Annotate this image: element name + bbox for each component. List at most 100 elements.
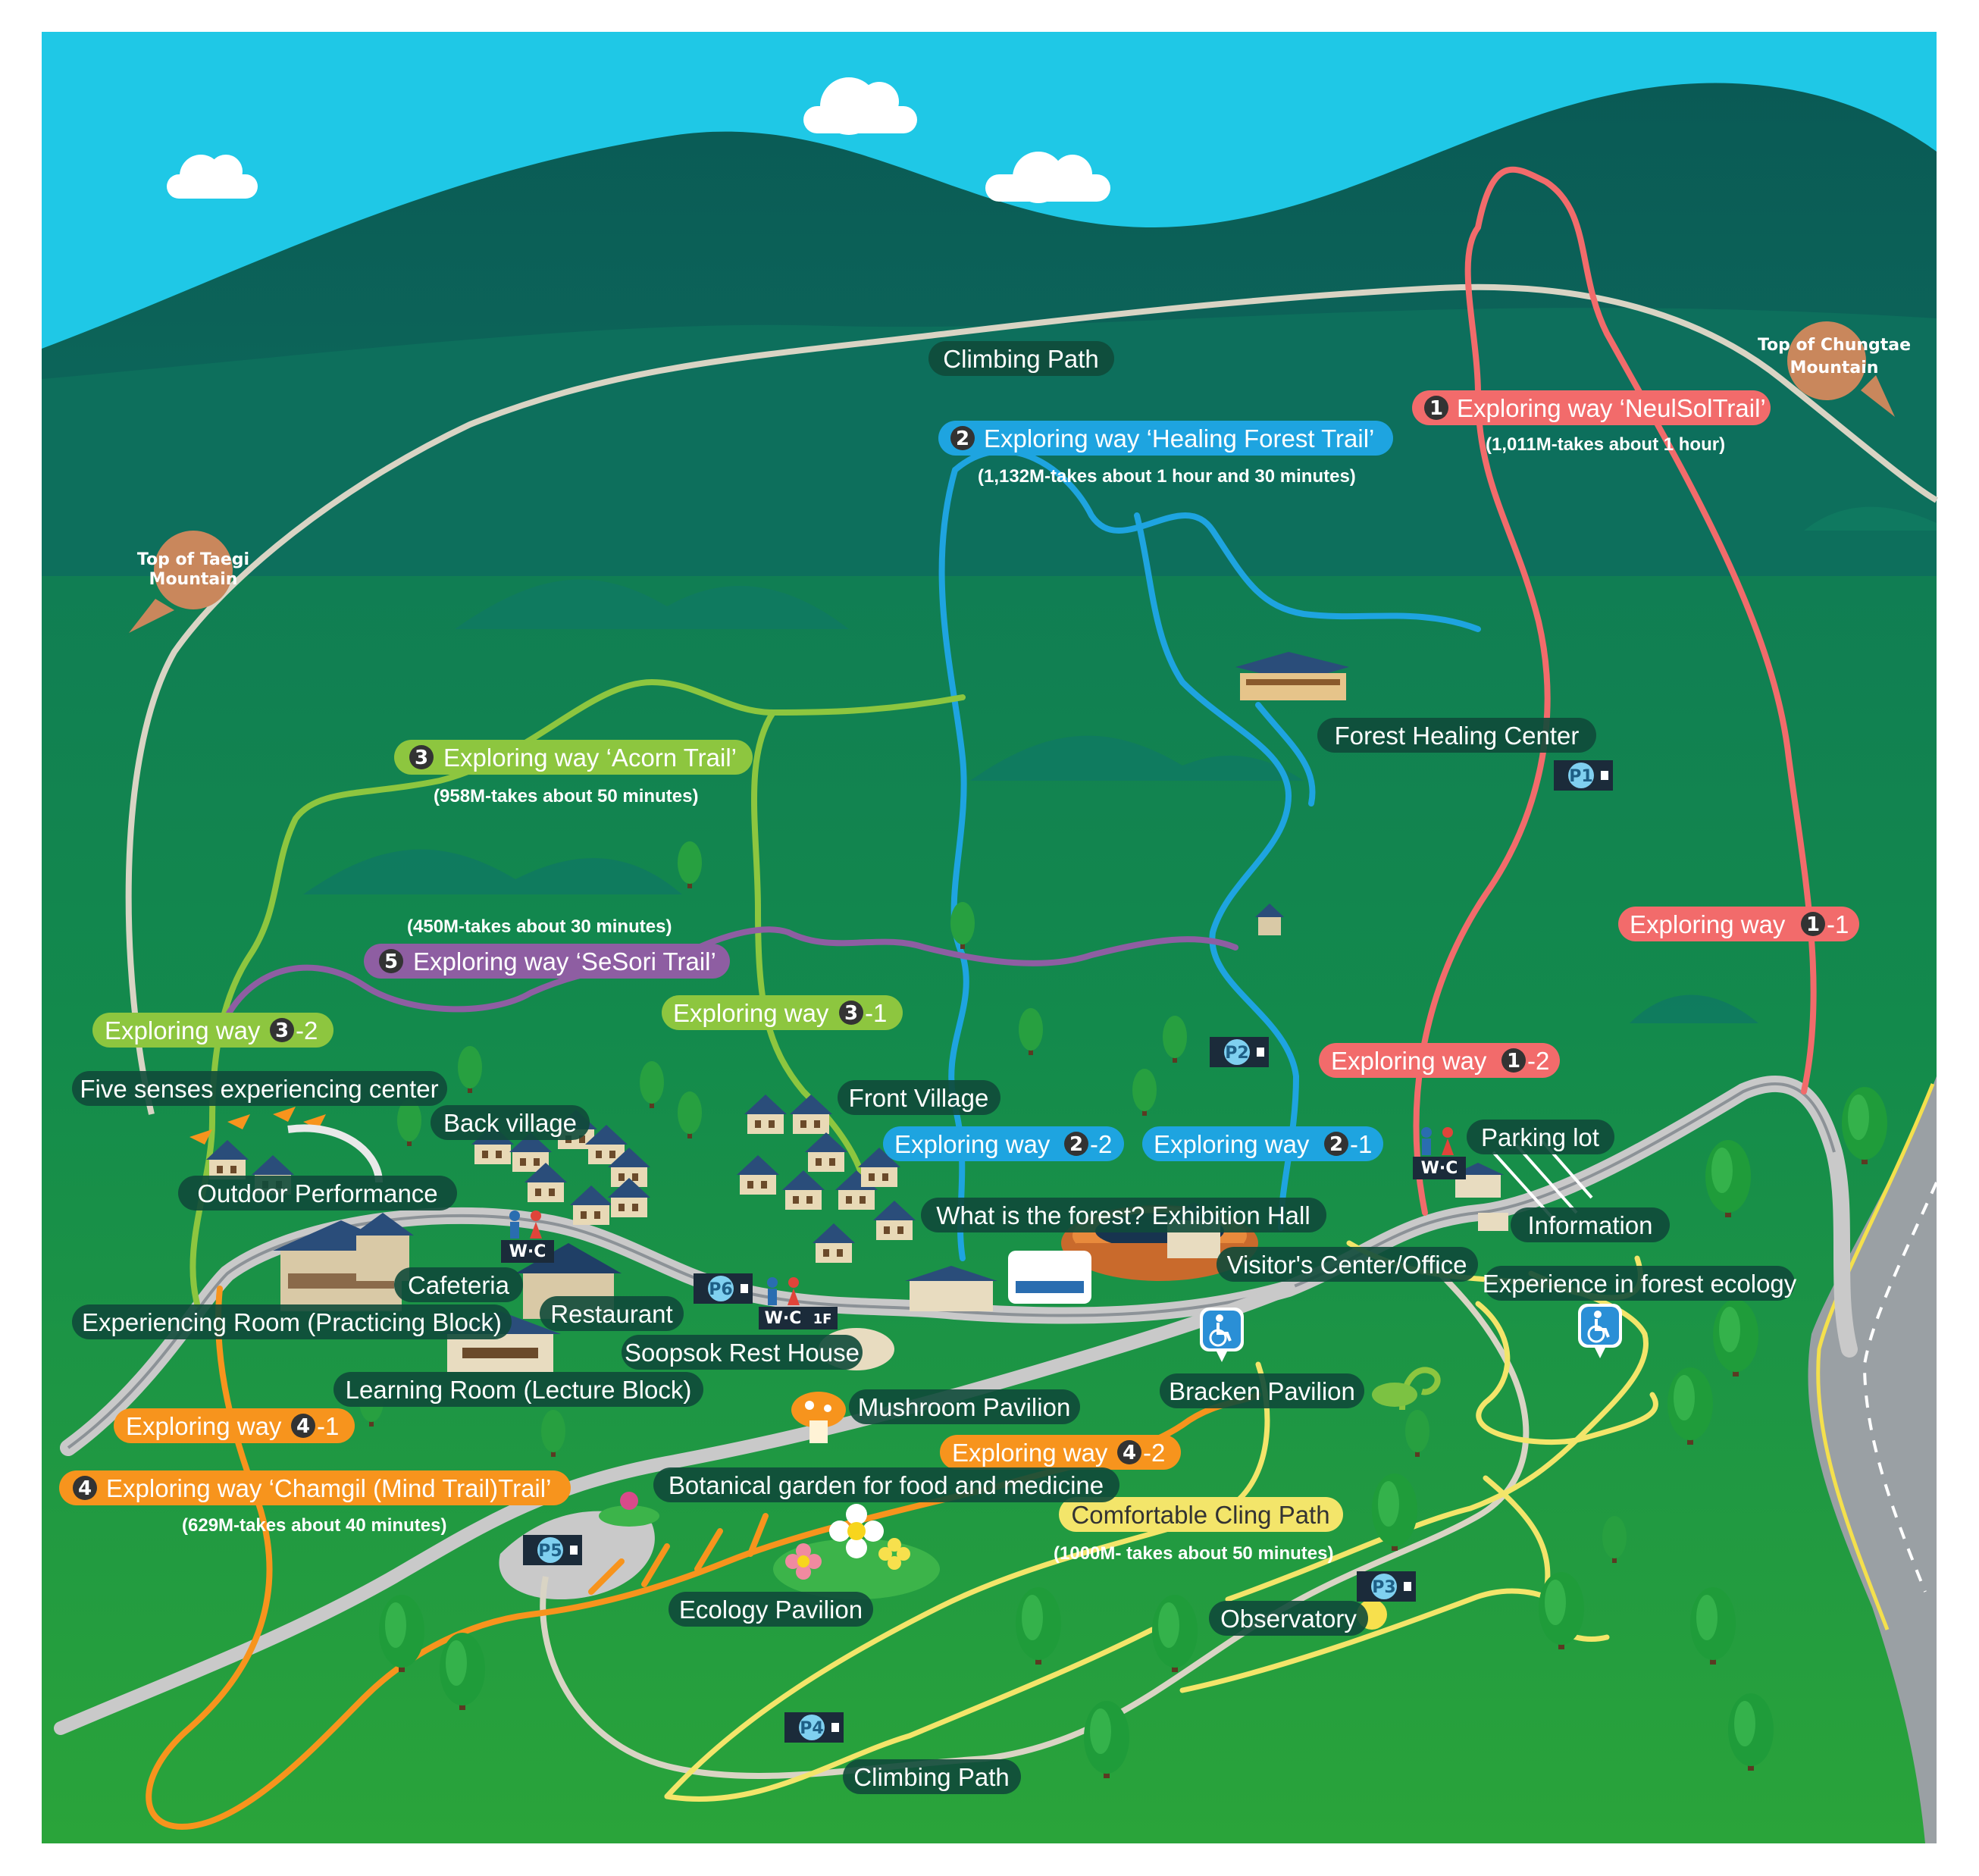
parking-p2-text: P2 (1225, 1044, 1248, 1063)
trail-label-comfortable[interactable]: Comfortable Cling Path (1000M- takes abo… (1054, 1497, 1343, 1564)
subtrail-1-1-number: 1 (1806, 913, 1820, 936)
restroom-parking-text: W·C (1421, 1159, 1458, 1178)
trail-comfortable-title: Comfortable Cling Path (1071, 1501, 1329, 1529)
trail-healing-number: 2 (956, 428, 969, 450)
subtrail-label-4-1[interactable]: Exploring way 4 -1 (114, 1408, 355, 1443)
front-village-text: Front Village (849, 1084, 989, 1112)
place-label-front-village[interactable]: Front Village (838, 1080, 1000, 1115)
restroom-icon-rest-house[interactable]: W·C 1F (759, 1277, 838, 1329)
parking-p4-text: P4 (800, 1719, 823, 1738)
subtrail-2-2-number: 2 (1069, 1133, 1083, 1156)
subtrail-1-1-prefix: Exploring way (1630, 910, 1786, 938)
peak-marker-chungtae[interactable]: Top of Chungtae Mountain (1758, 321, 1911, 417)
subtrail-2-2-suffix: -2 (1090, 1130, 1112, 1158)
place-label-information[interactable]: Information (1511, 1207, 1670, 1242)
place-label-exhibition-hall[interactable]: What is the forest? Exhibition Hall (921, 1198, 1326, 1232)
trail-label-mind[interactable]: 4 Exploring way ‘Chamgil (Mind Trail)Tra… (59, 1470, 571, 1536)
restaurant-text: Restaurant (550, 1300, 672, 1328)
subtrail-1-2-suffix: -2 (1527, 1047, 1549, 1075)
subtrail-3-1-number: 3 (844, 1002, 858, 1025)
parking-icon-p1[interactable]: P1 (1554, 760, 1613, 791)
place-label-learning-room[interactable]: Learning Room (Lecture Block) (333, 1372, 703, 1407)
trail-sesori (224, 926, 1238, 1019)
place-label-observatory[interactable]: Observatory (1209, 1601, 1368, 1636)
ecology-pavilion-text: Ecology Pavilion (679, 1596, 863, 1624)
fern-icon (1372, 1367, 1441, 1411)
forest-healing-center-text: Forest Healing Center (1335, 722, 1580, 750)
place-label-bracken-pavilion[interactable]: Bracken Pavilion (1160, 1373, 1364, 1408)
subtrail-1-2-prefix: Exploring way (1331, 1047, 1487, 1075)
subtrail-2-1-number: 2 (1329, 1133, 1343, 1156)
trail-label-sesori[interactable]: (450M-takes about 30 minutes) 5 Explorin… (364, 916, 730, 979)
wheelchair-icon[interactable] (1578, 1304, 1622, 1358)
trail-mind-detail: (629M-takes about 40 minutes) (182, 1515, 446, 1536)
peak-chungtae-line1: Top of Chungtae (1758, 336, 1911, 355)
peak-chungtae-line2: Mountain (1790, 359, 1879, 377)
trail-label-neulsol[interactable]: 1 Exploring way ‘NeulSolTrail’ (1,011M-t… (1412, 390, 1771, 455)
parking-p5-text: P5 (538, 1542, 562, 1561)
trail-label-acorn[interactable]: 3 Exploring way ‘Acorn Trail’ (958M-take… (394, 740, 753, 806)
trail-neulsol-title: Exploring way ‘NeulSolTrail’ (1457, 394, 1766, 422)
parking-icon-p4[interactable]: P4 (784, 1712, 844, 1743)
place-label-cafeteria[interactable]: Cafeteria (394, 1267, 523, 1302)
cafeteria-text: Cafeteria (408, 1271, 510, 1299)
trail-label-healing[interactable]: 2 Exploring way ‘Healing Forest Trail’ (… (938, 421, 1393, 487)
trail-acorn-number: 3 (415, 747, 428, 769)
visitor-center-building (1008, 1251, 1091, 1304)
place-label-five-senses[interactable]: Five senses experiencing center (72, 1071, 447, 1106)
parking-icon-p6[interactable]: P6 (694, 1273, 753, 1304)
trail-sesori-detail: (450M-takes about 30 minutes) (407, 916, 672, 937)
subtrail-label-4-2[interactable]: Exploring way 4 -2 (940, 1435, 1181, 1470)
subtrail-4-1-suffix: -1 (317, 1412, 339, 1440)
subtrail-label-2-2[interactable]: Exploring way 2 -2 (883, 1126, 1124, 1161)
restroom-icon-parking[interactable]: W·C (1413, 1127, 1466, 1179)
subtrail-2-2-prefix: Exploring way (894, 1130, 1051, 1158)
climbing-path-bottom-text: Climbing Path (853, 1763, 1009, 1791)
climbing-path-top-text: Climbing Path (943, 345, 1098, 373)
place-label-outdoor-performance[interactable]: Outdoor Performance (178, 1176, 457, 1210)
parking-icon-p5[interactable]: P5 (523, 1535, 582, 1565)
learning-room-text: Learning Room (Lecture Block) (346, 1376, 692, 1404)
place-label-parking-lot[interactable]: Parking lot (1467, 1120, 1614, 1154)
subtrail-2-1-suffix: -1 (1350, 1130, 1372, 1158)
place-label-back-village[interactable]: Back village (431, 1105, 590, 1140)
parking-lot-text: Parking lot (1481, 1123, 1599, 1151)
restroom-rest-house-text: W·C (765, 1309, 802, 1328)
peak-marker-taegi[interactable]: Top of Taegi Mountain (129, 531, 249, 633)
subtrail-4-2-suffix: -2 (1143, 1439, 1165, 1467)
place-label-mushroom-pavilion[interactable]: Mushroom Pavilion (849, 1389, 1080, 1424)
place-label-botanical-garden[interactable]: Botanical garden for food and medicine (653, 1467, 1119, 1502)
place-label-experience-forest-ecology[interactable]: Experience in forest ecology (1483, 1266, 1797, 1301)
wheelchair-icon[interactable] (1200, 1308, 1244, 1362)
subtrail-label-1-2[interactable]: Exploring way 1 -2 (1319, 1043, 1560, 1078)
place-label-experiencing-room[interactable]: Experiencing Room (Practicing Block) (72, 1304, 512, 1339)
distant-hills (303, 506, 1937, 1023)
parking-icon-p3[interactable]: P3 (1357, 1571, 1416, 1602)
subtrail-4-1-number: 4 (296, 1415, 310, 1438)
subtrail-1-2-number: 1 (1507, 1050, 1520, 1073)
parking-icon-p2[interactable]: P2 (1210, 1037, 1269, 1067)
visitors-center-text: Visitor's Center/Office (1227, 1251, 1467, 1279)
place-label-forest-healing-center[interactable]: Forest Healing Center (1317, 718, 1596, 753)
subtrail-3-1-prefix: Exploring way (673, 999, 829, 1027)
subtrail-label-3-1[interactable]: Exploring way 3 -1 (662, 995, 903, 1030)
restroom-icon-main[interactable]: W·C (501, 1210, 554, 1263)
place-label-ecology-pavilion[interactable]: Ecology Pavilion (669, 1592, 873, 1627)
highway (1808, 1076, 1938, 1843)
climbing-path-label-top[interactable]: Climbing Path (928, 341, 1114, 376)
subtrail-4-2-prefix: Exploring way (952, 1439, 1108, 1467)
place-label-visitors-center[interactable]: Visitor's Center/Office (1217, 1247, 1478, 1282)
back-village-text: Back village (443, 1109, 577, 1137)
peak-taegi-line2: Mountain (149, 570, 238, 589)
place-label-restaurant[interactable]: Restaurant (540, 1296, 684, 1331)
five-senses-text: Five senses experiencing center (80, 1075, 438, 1103)
subtrail-label-2-1[interactable]: Exploring way 2 -1 (1142, 1126, 1383, 1161)
place-label-soopsok-rest-house[interactable]: Soopsok Rest House (622, 1335, 863, 1370)
subtrail-label-3-2[interactable]: Exploring way 3 -2 (92, 1013, 333, 1048)
trail-neulsol-number: 1 (1429, 397, 1443, 420)
mushroom-icon (791, 1392, 846, 1443)
subtrail-label-1-1[interactable]: Exploring way 1 -1 (1618, 907, 1859, 941)
subtrail-4-2-number: 4 (1123, 1442, 1136, 1464)
climbing-path-label-bottom[interactable]: Climbing Path (843, 1759, 1021, 1794)
